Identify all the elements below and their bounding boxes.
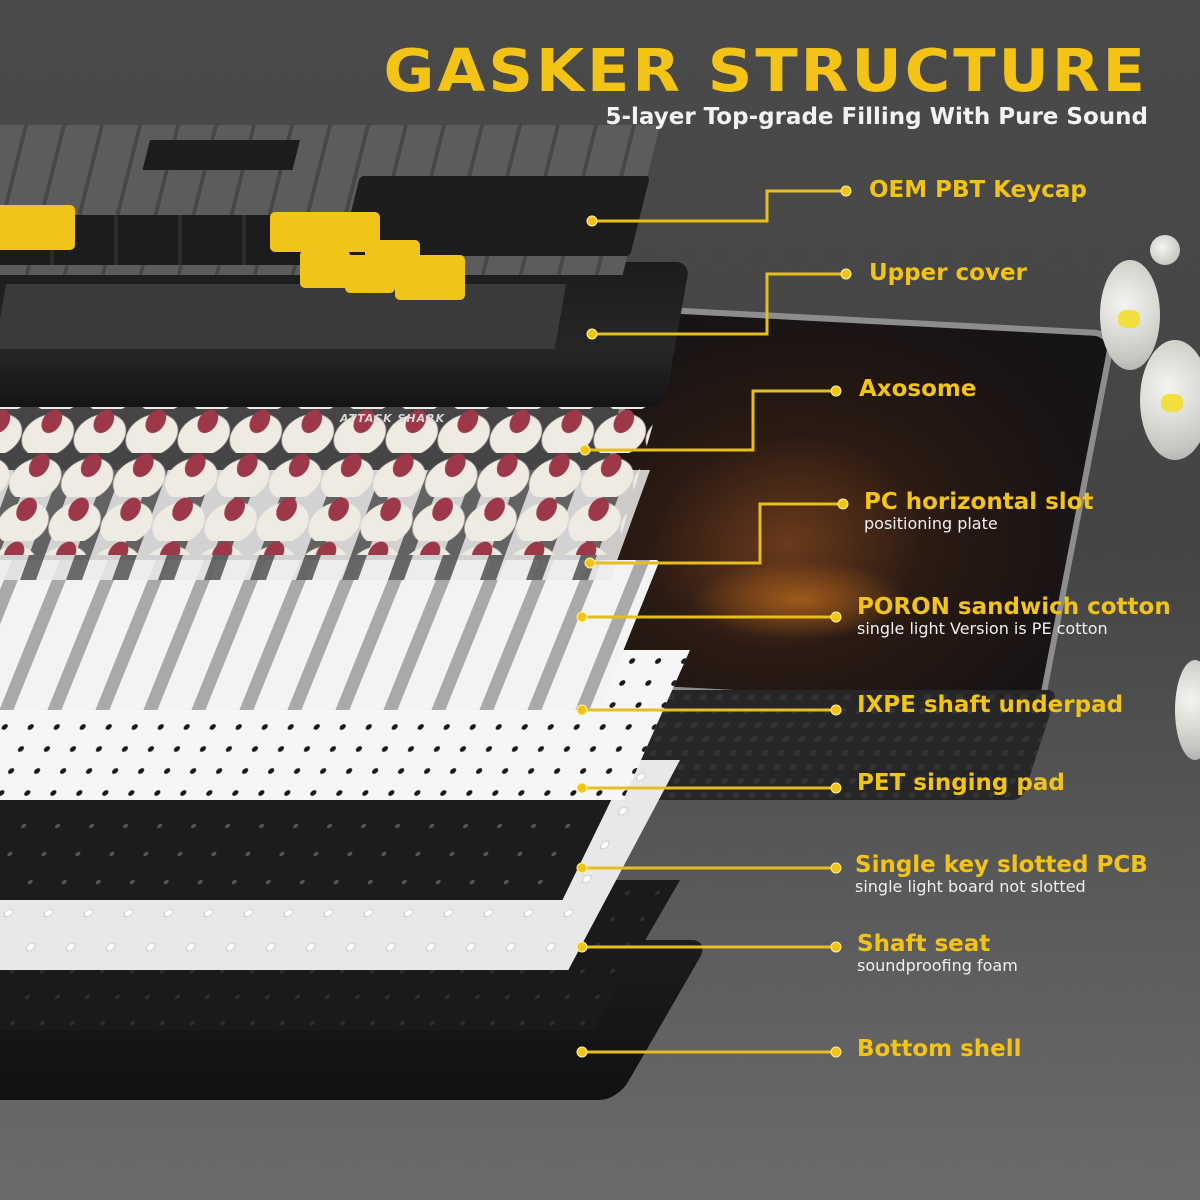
callout-subtitle: soundproofing foam <box>857 956 1018 975</box>
callout-ixpe-underpad: IXPE shaft underpad <box>857 692 1123 718</box>
callout-axosome: Axosome <box>859 376 977 402</box>
callout-pc-plate: PC horizontal slot positioning plate <box>864 489 1093 533</box>
callout-subtitle: single light board not slotted <box>855 877 1086 896</box>
callout-bottom-shell: Bottom shell <box>857 1036 1022 1062</box>
orchid-flower-icon <box>1175 660 1200 760</box>
callout-upper-cover: Upper cover <box>869 260 1027 286</box>
callout-title: IXPE shaft underpad <box>857 692 1124 718</box>
callout-title: Single key slotted PCB <box>855 852 1148 878</box>
callout-title: PET singing pad <box>857 770 1065 796</box>
callout-subtitle: single light Version is PE cotton <box>857 619 1108 638</box>
callout-pet-pad: PET singing pad <box>857 770 1065 796</box>
callout-keycap: OEM PBT Keycap <box>869 177 1087 203</box>
keycap-yellow-arrow-up <box>365 240 420 265</box>
keycap-yellow-shift <box>0 205 75 250</box>
orchid-bud-icon <box>1150 235 1180 265</box>
orchid-flower-icon <box>1140 340 1200 460</box>
callout-title: OEM PBT Keycap <box>869 177 1087 203</box>
page-title: GASKER STRUCTURE <box>383 35 1148 106</box>
callout-title: Shaft seat <box>857 931 991 957</box>
callout-shaft-seat: Shaft seat soundproofing foam <box>857 931 1018 975</box>
callout-pcb: Single key slotted PCB single light boar… <box>855 852 1148 896</box>
callout-title: PC horizontal slot <box>864 489 1094 515</box>
callout-title: Axosome <box>859 376 977 402</box>
callout-title: PORON sandwich cotton <box>857 594 1171 620</box>
keycap-yellow-arrow <box>300 250 350 288</box>
brand-logo: ATTACK SHARK <box>340 412 446 425</box>
callout-subtitle: positioning plate <box>864 514 998 533</box>
page-subtitle: 5-layer Top-grade Filling With Pure Soun… <box>605 104 1148 130</box>
callout-title: Bottom shell <box>857 1036 1022 1062</box>
callout-poron-cotton: PORON sandwich cotton single light Versi… <box>857 594 1171 638</box>
tablet-screen-glow <box>690 560 910 640</box>
orchid-flower-icon <box>1100 260 1160 370</box>
keycap-yellow-enter <box>270 212 380 252</box>
callout-title: Upper cover <box>869 260 1027 286</box>
